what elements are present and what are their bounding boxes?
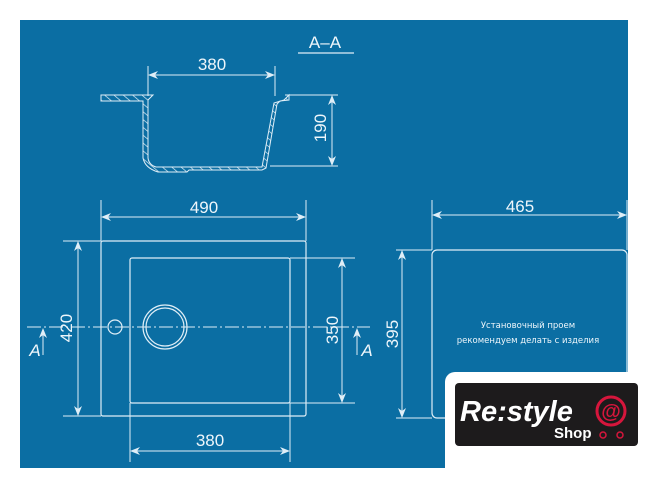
restyle-shop-logo: @ Re:style Shop bbox=[445, 372, 648, 488]
cutout-length-label: 395 bbox=[383, 320, 402, 348]
bowl-width-label: 380 bbox=[196, 431, 224, 450]
sink-outline bbox=[100, 240, 307, 417]
section-width-label: 380 bbox=[198, 55, 226, 74]
section-marker-right: A bbox=[360, 341, 372, 360]
cutout-view: 465 395 Установочный проем рекомендуем д… bbox=[383, 197, 628, 419]
bowl-length-label: 350 bbox=[323, 316, 342, 344]
drain-outer bbox=[142, 304, 188, 350]
plan-view: 490 420 350 380 A A bbox=[27, 198, 373, 462]
section-view: A–A 380 190 bbox=[100, 33, 354, 173]
cutout-width-label: 465 bbox=[506, 197, 534, 216]
drain-inner bbox=[145, 307, 185, 347]
tap-hole bbox=[107, 319, 123, 335]
sink-profile bbox=[100, 93, 290, 173]
bowl-outline bbox=[129, 257, 291, 404]
section-marker-left: A bbox=[28, 341, 40, 360]
note-line-1: Установочный проем bbox=[481, 321, 575, 331]
note-line-2: рекомендуем делать с изделия bbox=[457, 336, 599, 346]
overall-width-label: 490 bbox=[190, 198, 218, 217]
logo-brand: Re:style bbox=[460, 396, 573, 428]
section-title: A–A bbox=[309, 33, 342, 52]
overall-length-label: 420 bbox=[57, 314, 76, 342]
svg-text:@: @ bbox=[601, 401, 621, 423]
logo-sub: Shop bbox=[554, 425, 592, 442]
section-depth-label: 190 bbox=[311, 114, 330, 142]
